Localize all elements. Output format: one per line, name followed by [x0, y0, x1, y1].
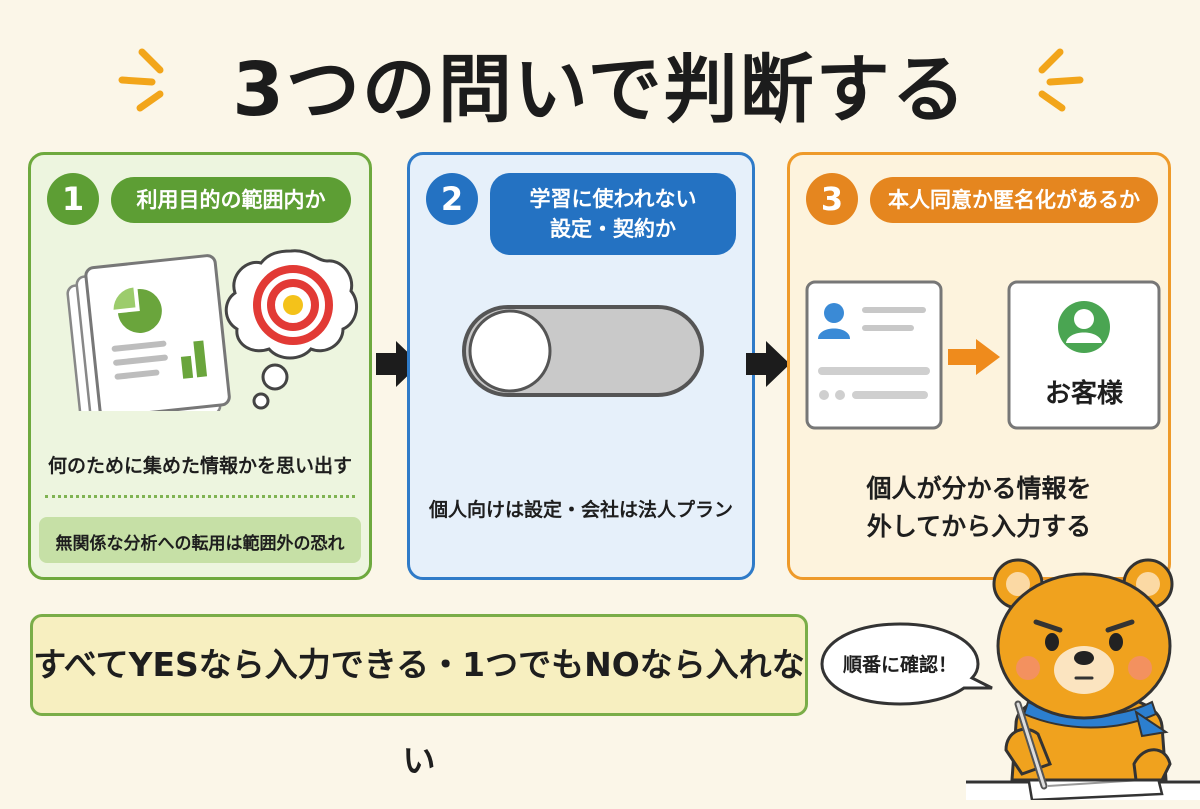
anonymous-user-label: お客様 — [1044, 379, 1123, 409]
mascot-speech: 順番に確認！ — [842, 654, 957, 676]
step-2-card: 2 学習に使われない 設定・契約か 個人向けは設定・会社は法人プラン — [407, 152, 755, 580]
document-stack-icon — [66, 254, 231, 411]
step-3-card: 3 本人同意か匿名化があるか お客様 個人が分かる情報を 外してから入力する — [787, 152, 1171, 580]
arrow-right-icon — [376, 341, 420, 387]
step-1-card: 1 利用目的の範囲内か 何のために集めた情報かを思い出す 無関係な分析への転用は… — [28, 152, 372, 580]
conclusion-box: すべてYESなら入力できる・1つでもNOなら入れない — [30, 614, 808, 780]
speech-bubble-shape — [820, 622, 993, 706]
burst-right-icon — [1038, 48, 1084, 112]
profile-card-icon — [805, 280, 943, 430]
bear-mascot — [966, 558, 1200, 800]
step-2-question-line2: 設定・契約か — [550, 217, 676, 241]
step-2-question-line1: 学習に使われない — [529, 187, 697, 211]
anonymous-user-card — [1007, 280, 1161, 430]
arrow-right-orange-icon — [948, 339, 1000, 375]
step-1-number: 1 — [47, 173, 99, 225]
step-3-question: 本人同意か匿名化があるか — [870, 177, 1158, 223]
step-2-number: 2 — [426, 173, 478, 225]
step-1-divider — [45, 495, 355, 498]
step-3-number: 3 — [806, 173, 858, 225]
arrow-right-icon — [746, 341, 790, 387]
toggle-switch-icon — [462, 305, 704, 397]
step-1-note-box — [39, 517, 361, 563]
step-1-note: 無関係な分析への転用は範囲外の恐れ — [55, 534, 345, 554]
step-3-caption-line2: 外してから入力する — [866, 512, 1092, 541]
step-2-caption: 個人向けは設定・会社は法人プラン — [428, 499, 733, 521]
step-2-question: 学習に使われない 設定・契約か — [490, 173, 736, 255]
step-1-caption: 何のために集めた情報かを思い出す — [47, 455, 352, 477]
page-title: 3つの問いで判断する — [232, 47, 968, 133]
target-icon — [224, 249, 359, 410]
step-3-caption-line1: 個人が分かる情報を — [866, 474, 1092, 503]
burst-left-icon — [118, 48, 164, 112]
step-1-question: 利用目的の範囲内か — [111, 177, 351, 223]
